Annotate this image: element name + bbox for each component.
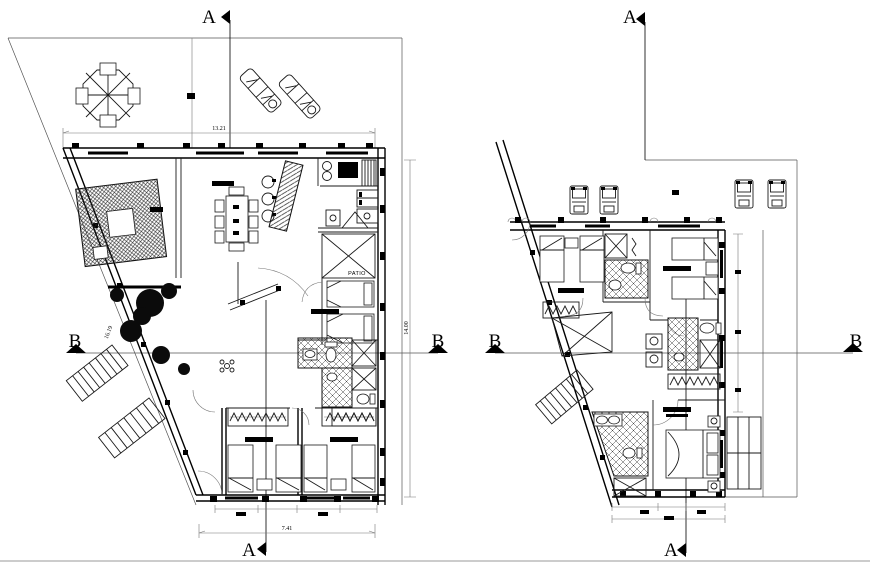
bed-icon [275, 444, 302, 493]
stairs-icon [65, 344, 129, 402]
master-bedroom [652, 399, 725, 493]
section-label-b-right: B [850, 331, 863, 352]
bed-icon [227, 444, 254, 493]
patio-label: PATIO [348, 271, 366, 277]
dimension-right-value: 14.00 [404, 321, 410, 335]
sink-icon [326, 372, 338, 382]
section-label-b-left: B [69, 331, 82, 352]
car-icon [569, 185, 589, 215]
bedrooms-bottom [197, 407, 378, 496]
site-boundary [7, 37, 403, 506]
garden-table-icon [75, 62, 141, 128]
closet-rail [331, 407, 377, 427]
section-marker-a-bottom: A [242, 300, 267, 561]
bedroom-1 [511, 221, 651, 320]
bedroom-middle [298, 278, 378, 345]
section-label-a-top: A [202, 7, 216, 28]
nightstand [564, 237, 579, 249]
bed-icon [326, 280, 375, 308]
void-area [551, 311, 613, 357]
stove-icon [361, 159, 377, 187]
dimension-diagonal-value: 16.19 [104, 325, 114, 340]
wall-columns [515, 190, 725, 497]
washer-icon [645, 333, 663, 368]
car-icon [599, 185, 619, 215]
dimension-bottom [611, 503, 726, 523]
bathroom-bottom [591, 411, 649, 497]
dimension-bottom-value: 7.41 [282, 526, 293, 532]
dimension-top: 13.21 [62, 126, 376, 148]
wardrobe [726, 416, 762, 490]
stairs-icon [97, 397, 166, 459]
kitchen-door [341, 211, 369, 229]
bathroom-center [564, 297, 722, 390]
stairs-icon [534, 369, 594, 425]
tree-icon [110, 283, 190, 375]
bed-icon [579, 235, 605, 283]
nightstand [705, 261, 719, 276]
bedroom-2 [650, 237, 719, 337]
closet-rail [227, 407, 289, 427]
dining-table-icon [212, 181, 259, 252]
car-icon [734, 179, 754, 209]
fridge-icon [356, 189, 379, 208]
sink-icon [608, 279, 622, 291]
kitchen-area [317, 158, 379, 233]
ground-floor-plan: A A B B 13.21 14.00 7.41 16.19 [7, 7, 448, 561]
terrace-garden [75, 158, 182, 289]
dimension-top-value: 13.21 [212, 126, 226, 132]
toilet-icon [622, 447, 643, 459]
nightstand [707, 415, 721, 493]
toilet-icon [356, 393, 376, 405]
bed-icon [671, 276, 719, 300]
pergola [75, 178, 168, 268]
toilet-icon [620, 262, 642, 275]
toilet-icon [699, 322, 722, 335]
section-marker-a-top: A [202, 7, 231, 148]
lounger-icon [278, 74, 321, 119]
section-label-b-right: B [432, 331, 445, 352]
nightstand [256, 478, 273, 491]
bed-icon [351, 444, 376, 493]
toilet-icon [324, 341, 338, 363]
plant-icon [219, 359, 235, 373]
car-icon [767, 179, 787, 209]
kitchen-sink-icon [338, 162, 358, 178]
dimension-lot-diagonal: 16.19 [104, 325, 114, 340]
section-label-a-bottom: A [242, 540, 256, 561]
hall-walls [192, 262, 309, 413]
dimension-courtyard [733, 233, 743, 413]
sink-icon [673, 352, 685, 362]
bed-icon [303, 444, 328, 493]
bathroom-2 [321, 367, 377, 408]
dimension-right: 14.00 [404, 159, 416, 498]
bed-icon [671, 237, 719, 261]
double-bed-icon [665, 429, 721, 479]
first-floor-plan: A A B B [485, 7, 863, 561]
closet-rail [667, 373, 721, 390]
bathroom-top [604, 233, 649, 299]
closet-rail [542, 301, 580, 319]
section-label-a-top: A [623, 7, 637, 28]
section-label-a-bottom: A [664, 540, 678, 561]
section-label-b-left: B [489, 331, 502, 352]
bathroom-1 [297, 337, 353, 369]
site-boundary [645, 159, 798, 498]
lounger-icon [239, 68, 282, 113]
nightstand [330, 478, 347, 491]
dimension-bottom: 7.41 [198, 505, 378, 538]
section-marker-a-top: A [623, 7, 646, 160]
shower-area [351, 339, 377, 367]
bed-icon [539, 235, 565, 283]
bar-counter [268, 160, 304, 232]
patio-area: PATIO [321, 209, 376, 279]
